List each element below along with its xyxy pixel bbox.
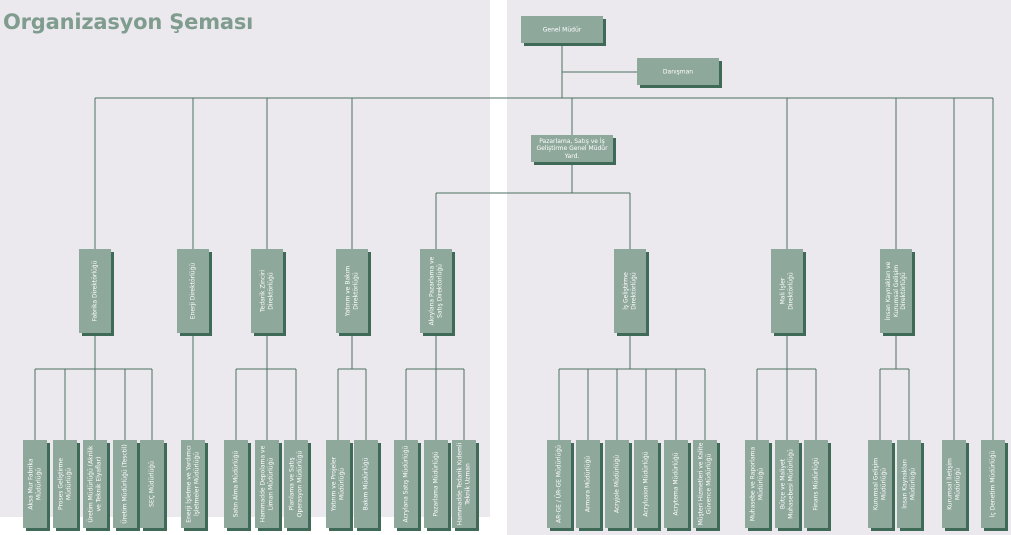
akrylana-satis-box: Acrylana Satış Müdürlüğü <box>394 440 418 528</box>
box-label: Yatırım ve Bakım Direktörlüğü <box>344 265 360 317</box>
ic-denetim-box: İç Denetim Müdürlüğü <box>981 440 1005 528</box>
acryjole-box: Acryjole Müdürlüğü <box>605 440 629 528</box>
yatirim-bakim-direktorlugu-box: Yatırım ve Bakım Direktörlüğü <box>336 249 368 333</box>
box-label: Enerji Direktörlüğü <box>189 262 197 320</box>
box-label: Acrylana Satış Müdürlüğü <box>402 445 410 523</box>
connector-line <box>235 333 297 440</box>
acrytema-box: Acrytema Müdürlüğü <box>664 440 688 528</box>
box-label: Akrylana Pazarlama ve Satış Direktörlüğü <box>428 256 444 326</box>
aksa-mur-box: Aksa Mur Fabrika Müdürlüğü <box>23 440 47 528</box>
sec-box: SEÇ Müdürlüğü <box>140 440 164 528</box>
satin-alma-box: Satın Alma Müdürlüğü <box>224 440 248 528</box>
musteri-hizmetleri-box: Müşteri Hizmetleri ve Kalite Güvence Müd… <box>693 440 717 528</box>
genel-mudur-box: Genel Müdür <box>521 16 603 43</box>
box-label: İş Geliştirme Direktörlüğü <box>622 272 638 310</box>
box-label: Hammadde Depolama ve Liman Müdürlüğü <box>259 445 275 523</box>
pazarlama-gmy-box: Pazarlama, Satış ve İş Geliştirme Genel … <box>531 135 613 162</box>
connector-line <box>879 333 910 440</box>
hammadde-depolama-box: Hammadde Depolama ve Liman Müdürlüğü <box>255 440 279 528</box>
akrylana-direktorlugu-box: Akrylana Pazarlama ve Satış Direktörlüğü <box>420 249 452 333</box>
fabrika-direktorlugu-box: Fabrika Direktörlüğü <box>79 249 111 333</box>
chart-title: Organizasyon Şeması <box>3 10 254 34</box>
box-label: Mali İşler Direktörlüğü <box>779 272 795 310</box>
bakim-box: Bakım Müdürlüğü <box>354 440 378 528</box>
box-label: İnsan Kaynakları Müdürlüğü <box>901 459 917 509</box>
box-label: Acryjole Müdürlüğü <box>613 454 621 514</box>
box-label: Pazarlama, Satış ve İş Geliştirme Genel … <box>536 137 608 160</box>
box-label: Pazarlama Müdürlüğü <box>432 451 440 517</box>
finans-box: Finans Müdürlüğü <box>804 440 828 528</box>
mali-isler-direktorlugu-box: Mali İşler Direktörlüğü <box>771 249 803 333</box>
pazarlama-mudurlugu-box: Pazarlama Müdürlüğü <box>424 440 448 528</box>
hammadde-tedarik-box: Hammadde Tedarik Kıdemli Teknik Uzman <box>452 440 476 528</box>
uretim-tesctil-box: Üretim Müdürlüğü (Tesctil) <box>113 440 137 528</box>
planlama-box: Planlama ve Satış Operasyon Müdürlüğü <box>284 440 308 528</box>
proses-gelistirme-box: Proses Geliştirme Müdürlüğü <box>53 440 77 528</box>
box-label: Hammadde Tedarik Kıdemli Teknik Uzman <box>456 442 472 526</box>
connector-line <box>405 333 465 440</box>
arge-box: AR-GE / ÜR-GE Müdürlüğü <box>547 440 571 528</box>
box-label: Müşteri Hizmetleri ve Kalite Güvence Müd… <box>697 442 713 526</box>
box-label: Finans Müdürlüğü <box>812 457 820 511</box>
connector-line <box>337 333 367 440</box>
box-label: Armora Müdürlüğü <box>584 455 592 513</box>
box-label: Muhasebe ve Raporlama Müdürlüğü <box>749 446 765 522</box>
armora-box: Armora Müdürlüğü <box>576 440 600 528</box>
insan-kaynaklari-mudurlugu-box: İnsan Kaynakları Müdürlüğü <box>897 440 921 528</box>
uretim-akrilik-box: Üretim Müdürlüğü (Akrilik ve Teknik Elya… <box>83 440 107 528</box>
kurumsal-iletisim-box: Kurumsal İletişim Müdürlüğü <box>942 440 966 528</box>
box-label: Yatırım ve Projeler Müdürlüğü <box>330 456 346 512</box>
box-label: Fabrika Direktörlüğü <box>91 260 99 322</box>
box-label: Acrytema Müdürlüğü <box>672 452 680 516</box>
is-gelistirme-direktorlugu-box: İş Geliştirme Direktörlüğü <box>614 249 646 333</box>
box-label: Enerji İşletme ve Yardımcı İşletmeler Mü… <box>185 445 201 523</box>
box-label: Bakım Müdürlüğü <box>362 457 370 511</box>
connector-line <box>558 333 706 440</box>
box-label: Üretim Müdürlüğü (Tesctil) <box>121 444 129 524</box>
connector-line <box>756 333 817 440</box>
kurumsal-gelisim-box: Kurumsal Gelişim Müdürlüğü <box>868 440 892 528</box>
box-label: Proses Geliştirme Müdürlüğü <box>57 457 73 511</box>
danisman-box: Danışman <box>637 58 719 85</box>
box-label: İç Denetim Müdürlüğü <box>989 450 997 518</box>
box-label: SEÇ Müdürlüğü <box>148 461 156 507</box>
muhasebe-box: Muhasebe ve Raporlama Müdürlüğü <box>745 440 769 528</box>
tedarik-zinciri-direktorlugu-box: Tedarik Zinciri Direktörlüğü <box>251 249 283 333</box>
box-label: Bütçe ve Maliyet Muhasebesi Müdürlüğü <box>779 449 795 519</box>
insan-kaynaklari-direktorlugu-box: İnsan Kaynakları ve Kurumsal Gelişim Dir… <box>880 249 912 333</box>
connector-line <box>34 333 153 440</box>
yatirim-projeler-box: Yatırım ve Projeler Müdürlüğü <box>326 440 350 528</box>
box-label: Planlama ve Satış Operasyon Müdürlüğü <box>288 450 304 518</box>
box-label: Aksa Mur Fabrika Müdürlüğü <box>27 458 43 510</box>
box-label: Tedarik Zinciri Direktörlüğü <box>259 269 275 313</box>
box-label: Satın Alma Müdürlüğü <box>232 450 240 518</box>
enerji-direktorlugu-box: Enerji Direktörlüğü <box>177 249 209 333</box>
connector-line <box>94 98 994 440</box>
box-label: Üretim Müdürlüğü (Akrilik ve Teknik Elya… <box>87 445 103 523</box>
enerji-isletme-box: Enerji İşletme ve Yardımcı İşletmeler Mü… <box>181 440 205 528</box>
connector-line <box>435 163 631 249</box>
butce-box: Bütçe ve Maliyet Muhasebesi Müdürlüğü <box>775 440 799 528</box>
box-label: Danışman <box>662 67 694 75</box>
box-label: Kurumsal Gelişim Müdürlüğü <box>872 457 888 511</box>
box-label: Acrylusion Müdürlüğü <box>642 451 650 517</box>
box-label: Genel Müdür <box>542 25 582 33</box>
box-label: AR-GE / ÜR-GE Müdürlüğü <box>555 445 563 523</box>
acrylusion-box: Acrylusion Müdürlüğü <box>634 440 658 528</box>
box-label: Kurumsal İletişim Müdürlüğü <box>946 458 962 510</box>
box-label: İnsan Kaynakları ve Kurumsal Gelişim Dir… <box>884 261 907 321</box>
